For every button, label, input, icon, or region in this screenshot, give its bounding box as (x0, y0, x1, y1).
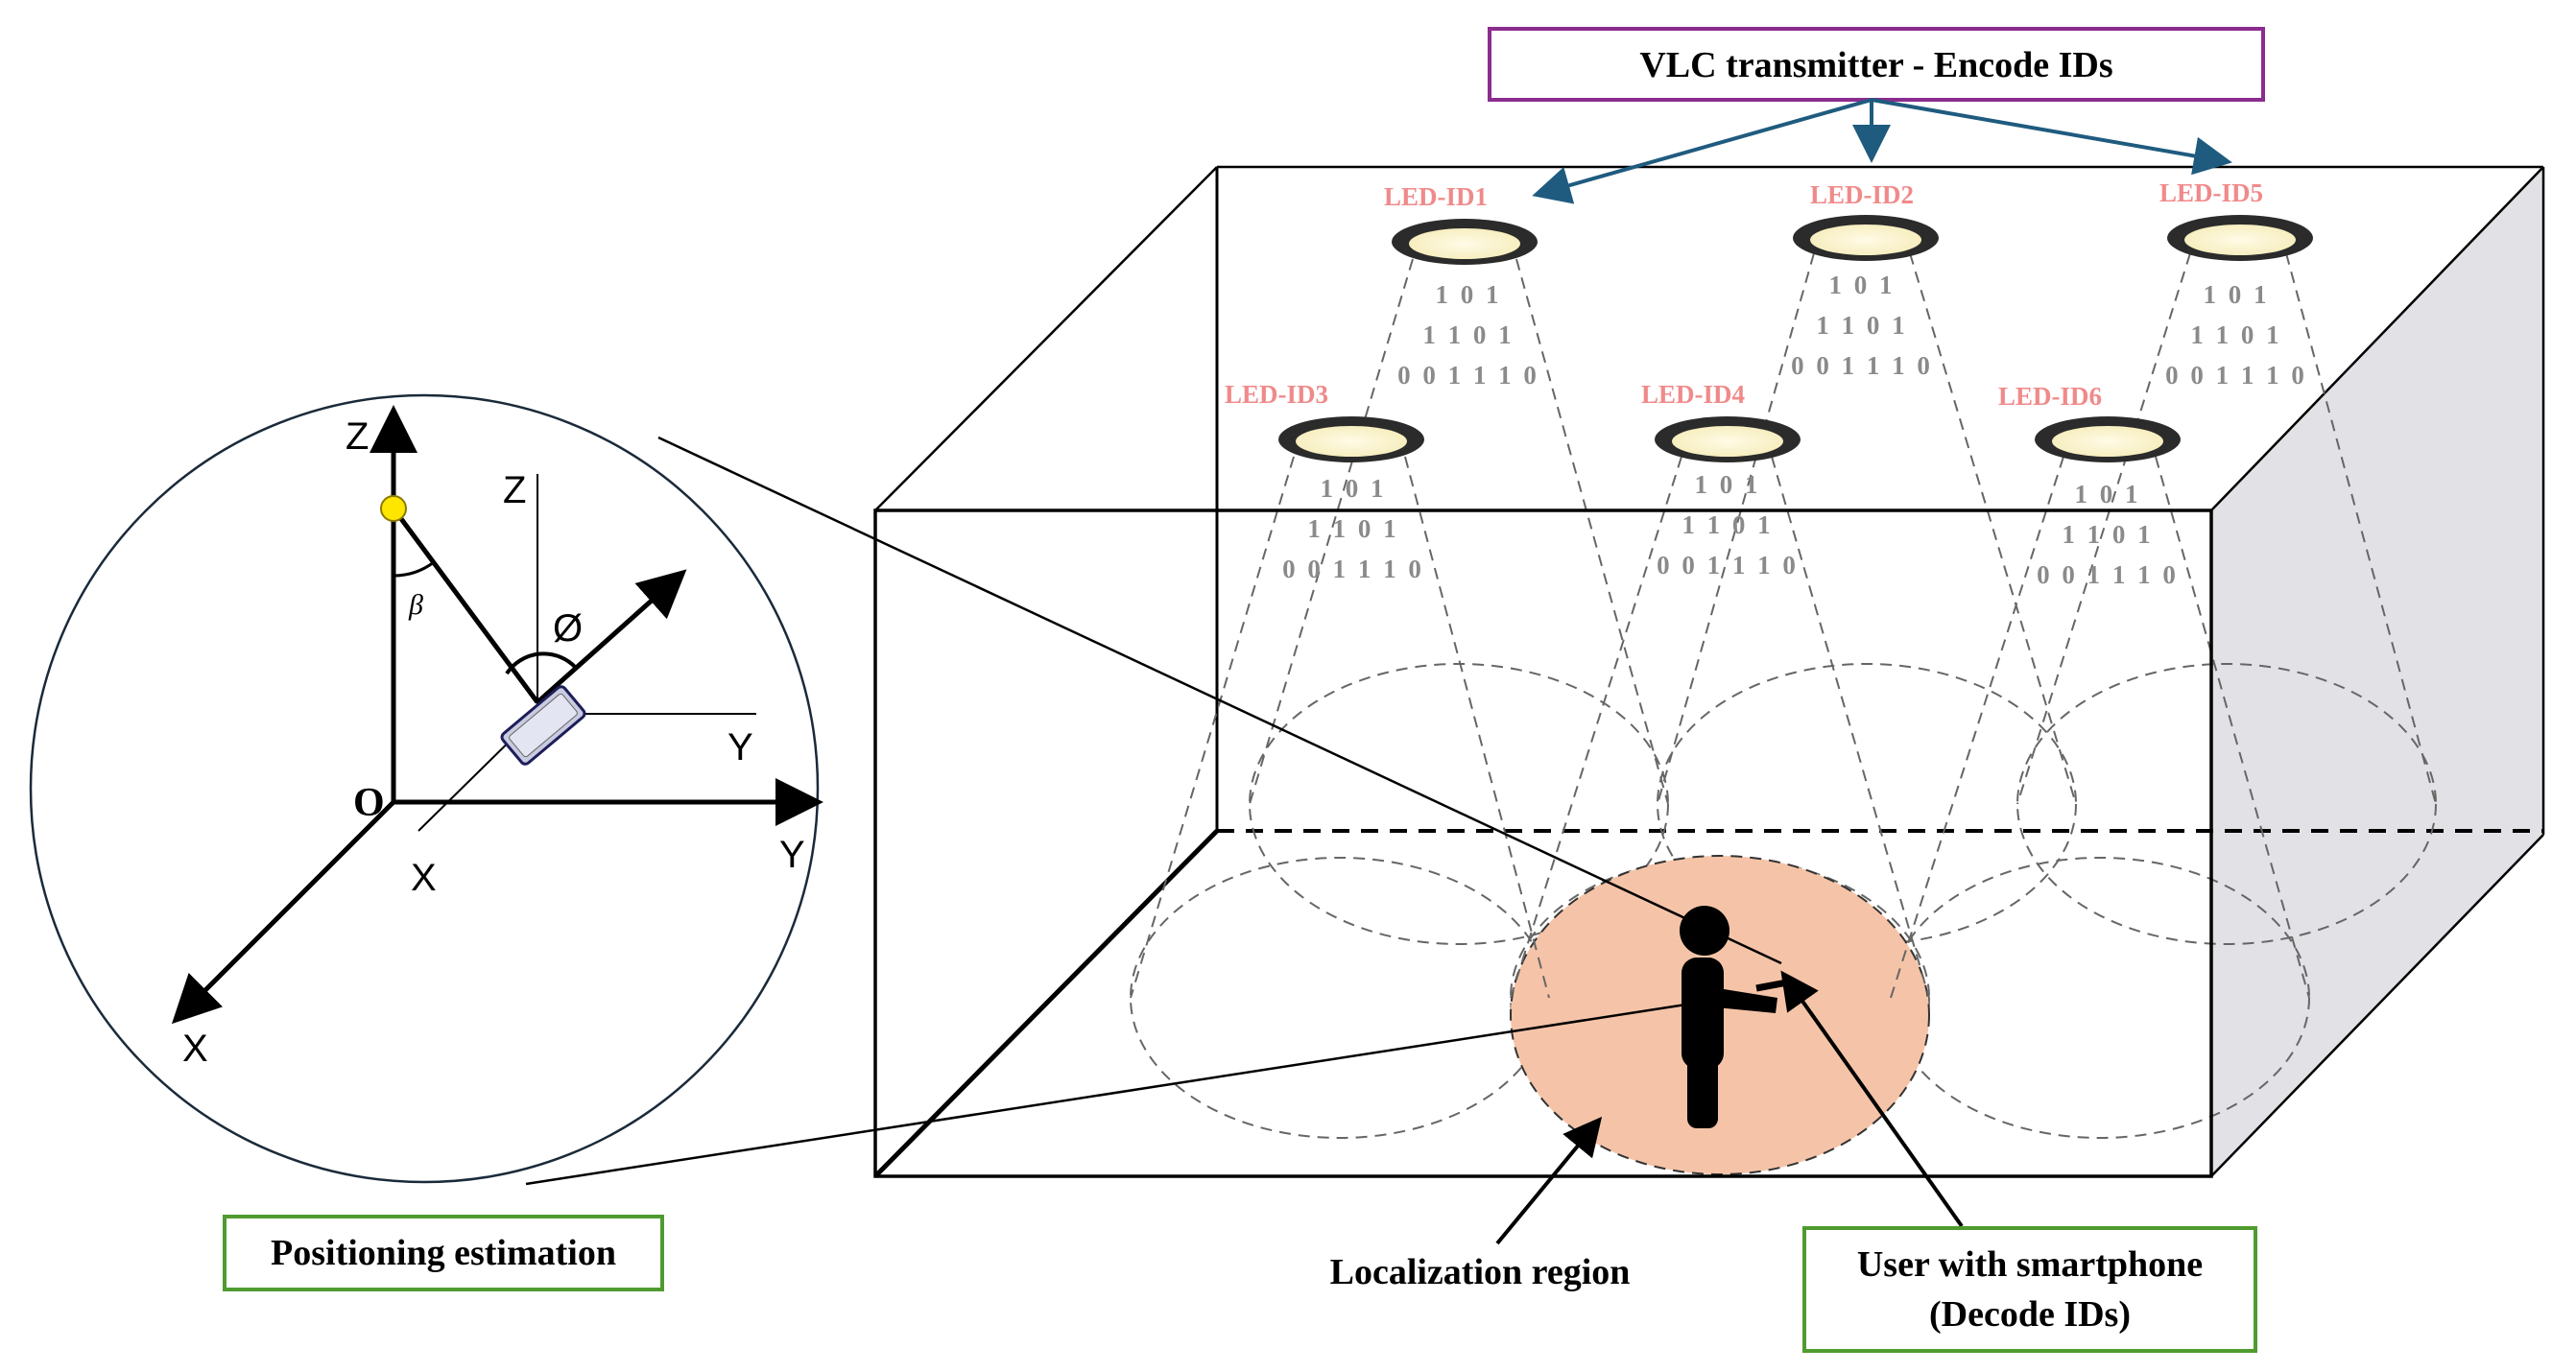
user-leg (1687, 1055, 1718, 1128)
code-led4-line2: 1 1 0 1 (1682, 510, 1773, 539)
local-axis-z-label: Z (503, 469, 526, 511)
positioning-label: Positioning estimation (271, 1233, 616, 1273)
room-front-wall (873, 509, 2213, 1178)
axis-x (171, 800, 395, 1025)
origin-label: O (353, 781, 385, 825)
room-right-wall (2211, 167, 2543, 1176)
code-led5-line1: 1 0 1 (2204, 280, 2270, 309)
localization-arrow (1495, 1116, 1603, 1245)
user-box (1802, 1226, 2257, 1353)
led-point (380, 495, 407, 522)
led-codes: 1 0 1 1 1 0 1 0 0 1 1 1 0 1 0 1 1 1 0 1 … (1282, 271, 2307, 589)
beta-arc (393, 560, 435, 578)
led-label-5: LED-ID5 (2159, 178, 2263, 207)
code-led6-line2: 1 1 0 1 (2062, 520, 2153, 549)
localization-label: Localization region (1330, 1252, 1631, 1292)
led-label-3: LED-ID3 (1225, 380, 1328, 409)
led-fixture-3 (1278, 416, 1424, 462)
led-labels: LED-ID1 LED-ID2 LED-ID5 LED-ID3 LED-ID4 … (1225, 178, 2263, 411)
led-label-1: LED-ID1 (1384, 182, 1488, 211)
code-led4-line3: 0 0 1 1 1 0 (1657, 551, 1799, 580)
transmitter-label: VLC transmitter - Encode IDs (1639, 45, 2112, 85)
axis-y-label: Y (779, 834, 805, 876)
code-led4-line1: 1 0 1 (1695, 470, 1761, 499)
beta-label: β (408, 589, 423, 621)
code-led1-line1: 1 0 1 (1436, 280, 1502, 309)
axis-z-label: Z (346, 415, 369, 458)
user-arrow (1780, 970, 1964, 1228)
code-led1-line2: 1 1 0 1 (1422, 320, 1514, 349)
los-line (391, 507, 540, 704)
code-led5-line3: 0 0 1 1 1 0 (2165, 361, 2307, 390)
user-label-line2: (Decode IDs) (1929, 1294, 2131, 1335)
local-axis-x-label: X (411, 857, 437, 899)
code-led2-line1: 1 0 1 (1829, 271, 1896, 299)
code-led6-line3: 0 0 1 1 1 0 (2037, 560, 2179, 589)
phi-label: Ø (553, 607, 583, 650)
led-label-2: LED-ID2 (1810, 180, 1914, 209)
transmitter-arrow-right (1871, 98, 2232, 176)
transmitter-box (1488, 27, 2265, 102)
positioning-estimation: Positioning estimation (223, 1215, 664, 1291)
code-led5-line2: 1 1 0 1 (2190, 320, 2281, 349)
led-fixtures (1278, 215, 2313, 462)
local-axis-y-label: Y (727, 726, 753, 769)
code-led3-line2: 1 1 0 1 (1307, 514, 1398, 543)
user-head (1680, 906, 1729, 956)
led-fixture-6 (2035, 416, 2181, 462)
footprint-led3 (1130, 857, 1550, 1139)
user-body (1682, 958, 1724, 1069)
user-callout: User with smartphone (Decode IDs) (1780, 970, 2257, 1353)
code-led1-line3: 0 0 1 1 1 0 (1397, 361, 1539, 390)
code-led6-line1: 1 0 1 (2075, 480, 2141, 509)
phi-arc (505, 651, 578, 675)
localization-callout: Localization region (1330, 1116, 1631, 1292)
led-fixture-4 (1655, 416, 1801, 462)
led-label-4: LED-ID4 (1641, 380, 1745, 409)
user-arm (1716, 988, 1777, 1013)
footprint-led5 (2016, 663, 2437, 945)
light-cones (1130, 252, 2437, 999)
transmitter-arrow-left (1532, 98, 1872, 204)
inset-circle (29, 393, 820, 1184)
user-label-line1: User with smartphone (1857, 1244, 2203, 1285)
code-led2-line3: 0 0 1 1 1 0 (1791, 351, 1933, 380)
receiver-device (500, 685, 586, 766)
led-fixture-5 (2167, 215, 2313, 261)
axis-x-label: X (182, 1028, 208, 1070)
code-led3-line1: 1 0 1 (1321, 474, 1387, 503)
led-fixture-1 (1392, 219, 1538, 265)
led-fixture-2 (1793, 215, 1939, 261)
receiver-normal (536, 569, 687, 704)
led-label-6: LED-ID6 (1998, 382, 2102, 411)
positioning-box (223, 1215, 664, 1291)
code-led2-line2: 1 1 0 1 (1816, 311, 1907, 340)
transmitter: VLC transmitter - Encode IDs (1488, 27, 2265, 204)
code-led3-line3: 0 0 1 1 1 0 (1282, 555, 1424, 583)
positioning-inset: Z Y X Z Y X O β Ø (29, 393, 823, 1184)
zoom-callout (525, 436, 1782, 1186)
